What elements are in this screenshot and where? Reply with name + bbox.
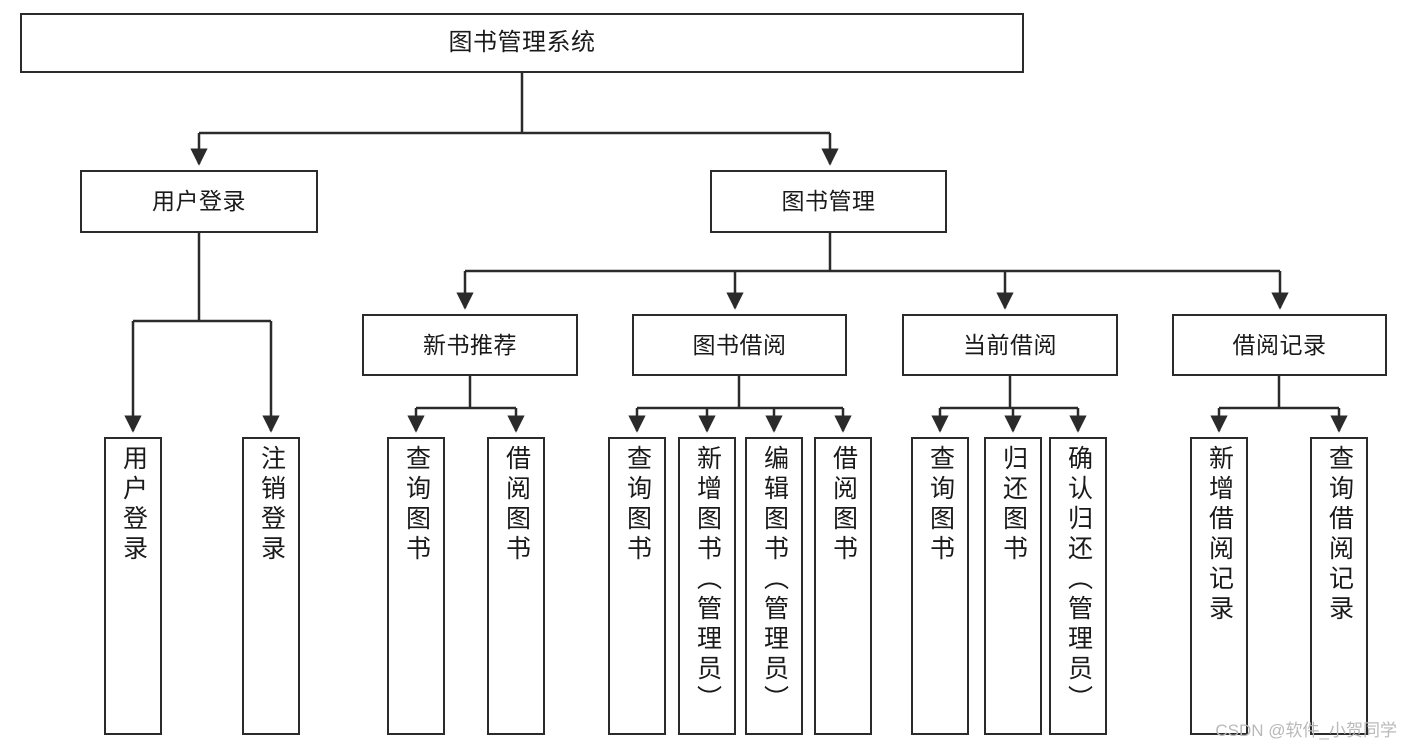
leaf-confirm-return[interactable]: 确认归还（管理员）	[1049, 437, 1107, 735]
leaf-user-login[interactable]: 用户登录	[104, 437, 162, 735]
node-new-book-rec-label: 新书推荐	[423, 331, 517, 358]
node-current-borrow-label: 当前借阅	[963, 331, 1057, 358]
leaf-query-record-label: 查询借阅记录	[1325, 445, 1354, 625]
node-user-login-label: 用户登录	[152, 188, 246, 215]
leaf-borrow-book-2[interactable]: 借阅图书	[814, 437, 872, 735]
watermark: CSDN @软件_小贺同学	[1215, 721, 1397, 740]
leaf-logout-label: 注销登录	[257, 445, 286, 565]
node-root[interactable]: 图书管理系统	[20, 13, 1024, 73]
node-book-admin[interactable]: 图书管理	[710, 170, 947, 233]
node-borrow-record[interactable]: 借阅记录	[1172, 314, 1387, 376]
leaf-return-book-label: 归还图书	[999, 445, 1028, 565]
leaf-query-book-2[interactable]: 查询图书	[608, 437, 666, 735]
node-book-borrow-label: 图书借阅	[692, 331, 787, 358]
node-book-admin-label: 图书管理	[781, 188, 876, 215]
leaf-query-book-2-label: 查询图书	[623, 445, 652, 565]
leaf-borrow-book-1[interactable]: 借阅图书	[487, 437, 545, 735]
leaf-add-book-label: 新增图书（管理员）	[693, 445, 722, 715]
leaf-edit-book-label: 编辑图书（管理员）	[760, 445, 789, 715]
leaf-add-record-label: 新增借阅记录	[1205, 445, 1234, 625]
leaf-edit-book[interactable]: 编辑图书（管理员）	[745, 437, 803, 735]
leaf-user-login-label: 用户登录	[119, 445, 148, 565]
leaf-confirm-return-label: 确认归还（管理员）	[1064, 445, 1093, 715]
leaf-logout[interactable]: 注销登录	[242, 437, 300, 735]
leaf-add-record[interactable]: 新增借阅记录	[1190, 437, 1248, 735]
leaf-return-book[interactable]: 归还图书	[984, 437, 1042, 735]
leaf-borrow-book-1-label: 借阅图书	[502, 445, 531, 565]
node-new-book-rec[interactable]: 新书推荐	[362, 314, 578, 376]
leaf-query-book-1-label: 查询图书	[402, 445, 431, 565]
leaf-query-record[interactable]: 查询借阅记录	[1310, 437, 1368, 735]
leaf-query-book-3[interactable]: 查询图书	[911, 437, 969, 735]
leaf-query-book-1[interactable]: 查询图书	[387, 437, 445, 735]
leaf-add-book[interactable]: 新增图书（管理员）	[678, 437, 736, 735]
leaf-borrow-book-2-label: 借阅图书	[829, 445, 858, 565]
leaf-query-book-3-label: 查询图书	[926, 445, 955, 565]
node-user-login[interactable]: 用户登录	[80, 170, 318, 233]
node-root-label: 图书管理系统	[448, 29, 596, 57]
node-current-borrow[interactable]: 当前借阅	[902, 314, 1118, 376]
node-book-borrow[interactable]: 图书借阅	[632, 314, 847, 376]
node-borrow-record-label: 借阅记录	[1232, 331, 1327, 358]
